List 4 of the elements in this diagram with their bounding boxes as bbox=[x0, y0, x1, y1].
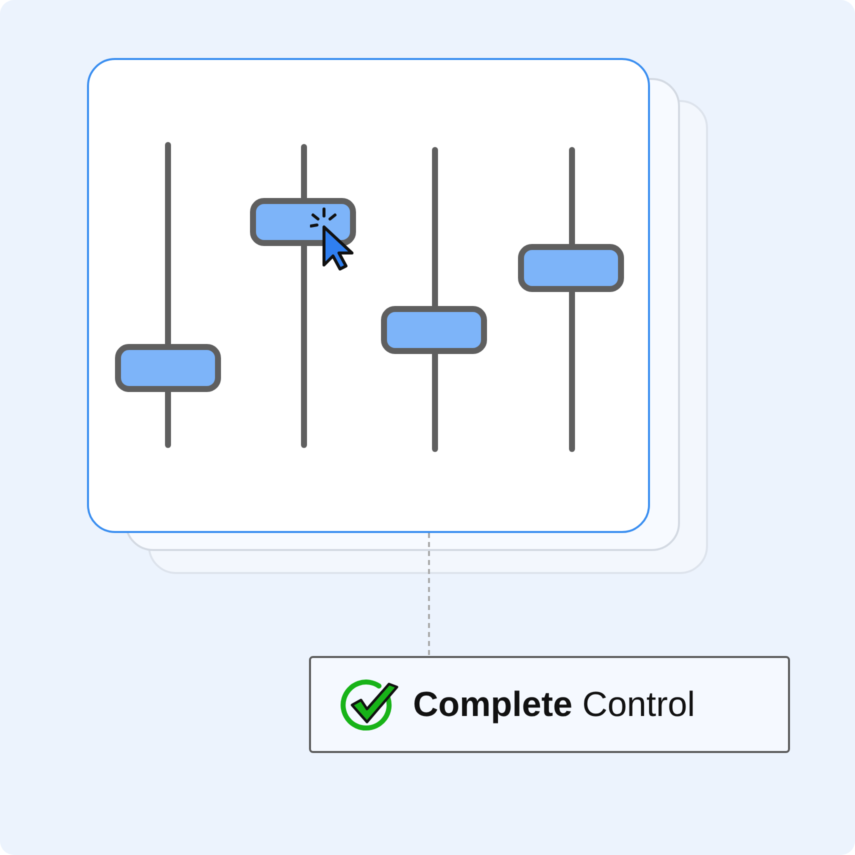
dashed-connector bbox=[428, 533, 430, 656]
slider-card bbox=[87, 58, 650, 533]
label-box bbox=[309, 656, 790, 753]
label-text: Complete Control bbox=[413, 684, 696, 724]
